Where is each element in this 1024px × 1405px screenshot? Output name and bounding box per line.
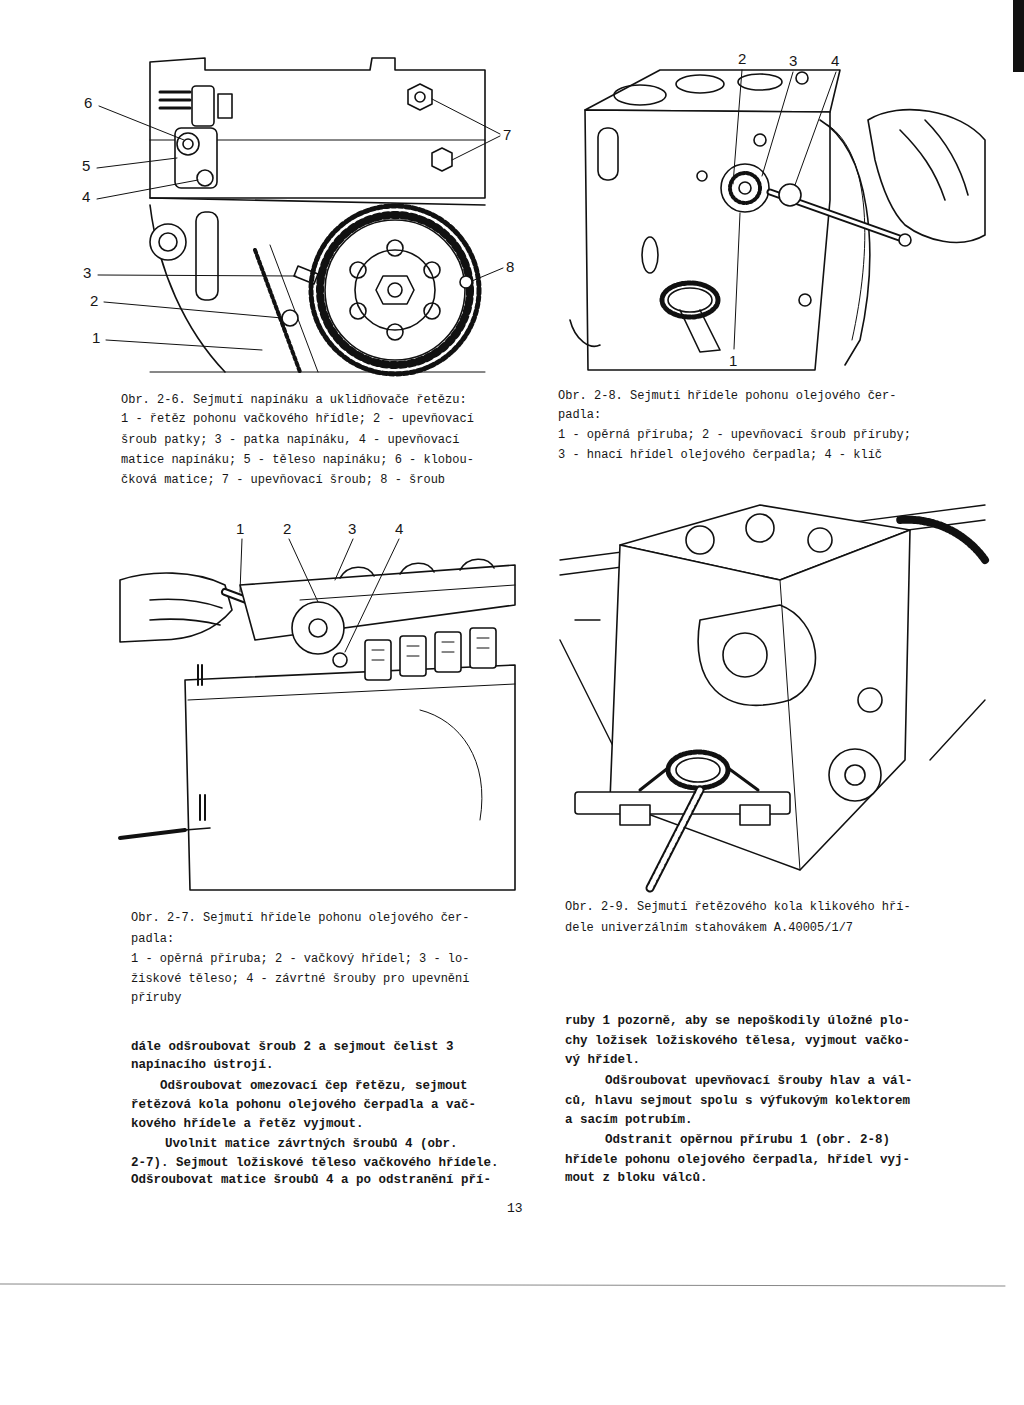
callout-number: 1 — [92, 329, 100, 346]
figure-caption: Obr. 2-8. Sejmutí hřídele pohonu olejové… — [558, 390, 896, 404]
body-text: vý hřídel. — [565, 1053, 640, 1067]
figure-caption: 1 - opěrná příruba; 2 - vačkový hřídel; … — [131, 953, 469, 967]
figure-caption: čková matice; 7 - upevňovací šroub; 8 - … — [121, 474, 445, 488]
body-text: Odšroubovat omezovací čep řetězu, sejmou… — [160, 1079, 468, 1093]
callout-number: 4 — [82, 188, 90, 205]
figure-2-6 — [97, 58, 503, 374]
body-text: řetězová kola pohonu olejového čerpadla … — [131, 1098, 476, 1112]
figure-caption: padla: — [131, 933, 174, 947]
figure-caption: dele univerzálním stahovákem A.40005/1/7 — [565, 922, 853, 936]
body-text: kového hřídele a řetěz vyjmout. — [131, 1117, 364, 1131]
body-text: Odšroubovat matice šroubů 4 a po odstran… — [131, 1173, 491, 1187]
body-text: mout z bloku válců. — [565, 1171, 708, 1185]
figure-caption: žiskové těleso; 4 - závrtné šrouby pro u… — [131, 973, 469, 987]
body-text: Odšroubovat upevňovací šrouby hlav a vál… — [605, 1074, 913, 1088]
callout-number: 8 — [506, 258, 514, 275]
callout-number: 7 — [503, 126, 511, 143]
body-text: Uvolnit matice závrtných šroubů 4 (obr. — [165, 1137, 458, 1151]
figure-caption: padla: — [558, 409, 601, 423]
callout-number: 6 — [84, 94, 92, 111]
callout-number: 3 — [83, 264, 91, 281]
callout-number: 5 — [82, 157, 90, 174]
callout-number: 2 — [738, 50, 746, 67]
figure-caption: příruby — [131, 992, 181, 1006]
body-text: dále odšroubovat šroub 2 a sejmout čelis… — [131, 1040, 454, 1054]
body-text: ců, hlavu sejmout spolu s výfukovým kole… — [565, 1094, 910, 1108]
callout-number: 1 — [236, 520, 244, 537]
body-text: chy ložisek ložiskového tělesa, vyjmout … — [565, 1034, 910, 1048]
figure-caption: Obr. 2-7. Sejmutí hřídele pohonu olejové… — [131, 912, 469, 926]
figure-caption: šroub patky; 3 - patka napínáku, 4 - upe… — [121, 434, 459, 448]
callout-number: 3 — [789, 52, 797, 69]
figure-caption: Obr. 2-6. Sejmutí napínáku a uklidňovače… — [121, 394, 467, 408]
figure-caption: 1 - opěrná příruba; 2 - upevňovací šroub… — [558, 429, 911, 443]
body-text: a sacím potrubím. — [565, 1113, 693, 1127]
page-number: 13 — [507, 1202, 523, 1217]
figure-caption: 1 - řetěz pohonu vačkového hřídle; 2 - u… — [121, 413, 474, 427]
callout-number: 1 — [729, 352, 737, 369]
figure-caption: 3 - hnací hřídel olejového čerpadla; 4 -… — [558, 449, 882, 463]
figure-caption: Obr. 2-9. Sejmutí řetězového kola klikov… — [565, 901, 911, 915]
body-text: napínacího ústrojí. — [131, 1058, 274, 1072]
callout-number: 2 — [90, 292, 98, 309]
body-text: 2-7). Sejmout ložiskové těleso vačkového… — [131, 1156, 499, 1170]
scan-line — [0, 1284, 1005, 1286]
figure-2-9 — [560, 505, 985, 888]
figure-caption: matice napínáku; 5 - těleso napínáku; 6 … — [121, 454, 474, 468]
figure-2-7 — [120, 539, 515, 890]
body-text: ruby 1 pozorně, aby se nepoškodily úložn… — [565, 1014, 910, 1028]
figure-2-8 — [570, 70, 985, 370]
callout-number: 2 — [283, 520, 291, 537]
callout-number: 3 — [348, 520, 356, 537]
body-text: Odstranit opěrnou přírubu 1 (obr. 2-8) — [605, 1133, 890, 1147]
callout-number: 4 — [395, 520, 403, 537]
callout-number: 4 — [831, 52, 839, 69]
body-text: hřídele pohonu olejového čerpadla, hříde… — [565, 1153, 910, 1167]
scan-edge — [1013, 0, 1024, 72]
